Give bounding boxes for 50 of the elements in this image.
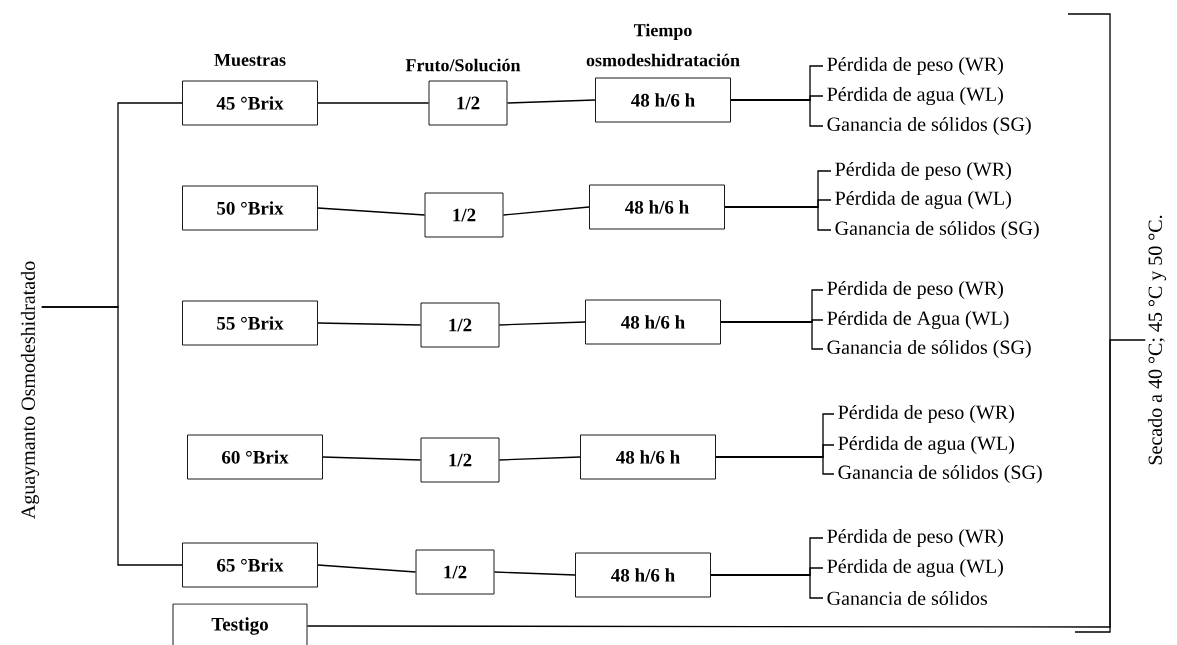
process-box: Testigo bbox=[172, 603, 308, 645]
connector-line bbox=[322, 456, 422, 461]
connector-line bbox=[493, 571, 576, 576]
connector-line bbox=[724, 206, 832, 231]
connector-line bbox=[498, 321, 586, 326]
rotated-text: Aguaymanto Osmodeshidratado bbox=[20, 261, 40, 519]
process-box: 50 °Brix bbox=[182, 185, 318, 231]
rotated-text: Secado a 40 °C; 45 °C y 50 °C. bbox=[1147, 215, 1167, 465]
result-text: Pérdida de peso (WR) bbox=[835, 161, 1011, 181]
connector-line bbox=[317, 322, 422, 326]
process-box: 48 h/6 h bbox=[589, 184, 725, 230]
connector-line bbox=[306, 339, 1146, 628]
connector-line bbox=[715, 456, 835, 475]
process-box: 48 h/6 h bbox=[575, 552, 711, 598]
connector-line bbox=[498, 456, 581, 461]
result-text: Pérdida de agua (WL) bbox=[827, 86, 1003, 106]
result-text: Pérdida de peso (WR) bbox=[827, 56, 1003, 76]
process-box: 65 °Brix bbox=[182, 542, 318, 588]
connector-line bbox=[41, 306, 183, 566]
result-text: Pérdida de agua (WL) bbox=[827, 558, 1003, 578]
connector-line bbox=[317, 207, 426, 216]
result-text: Ganancia de sólidos bbox=[827, 590, 987, 606]
result-text: Ganancia de sólidos (SG) bbox=[827, 116, 1031, 136]
result-text: Pérdida de peso (WR) bbox=[838, 404, 1014, 424]
process-box: 1/2 bbox=[424, 192, 504, 238]
process-box: 1/2 bbox=[420, 437, 500, 483]
result-text: Ganancia de sólidos (SG) bbox=[827, 339, 1031, 359]
process-box: 1/2 bbox=[428, 80, 508, 126]
process-box: 55 °Brix bbox=[182, 300, 318, 346]
connector-line bbox=[720, 321, 824, 350]
connector-line bbox=[317, 564, 417, 573]
process-box: 60 °Brix bbox=[187, 434, 323, 480]
result-text: Pérdida de agua (WL) bbox=[838, 435, 1014, 455]
result-text: Pérdida de peso (WR) bbox=[827, 280, 1003, 300]
process-box: 48 h/6 h bbox=[580, 434, 716, 480]
connector-line bbox=[317, 102, 430, 104]
result-text: Pérdida de agua (WL) bbox=[835, 190, 1011, 210]
result-text: Ganancia de sólidos (SG) bbox=[838, 464, 1042, 484]
connector-line bbox=[506, 99, 596, 104]
process-box: 1/2 bbox=[420, 302, 500, 348]
process-box: 1/2 bbox=[415, 549, 495, 595]
connector-line bbox=[502, 206, 590, 216]
process-box: 48 h/6 h bbox=[585, 299, 721, 345]
connector-line bbox=[710, 574, 824, 599]
process-box: 45 °Brix bbox=[182, 80, 318, 126]
connector-line bbox=[730, 99, 824, 127]
result-text: Pérdida de peso (WR) bbox=[827, 528, 1003, 548]
result-text: Ganancia de sólidos (SG) bbox=[835, 220, 1039, 240]
result-text: Pérdida de Agua (WL) bbox=[827, 310, 1009, 330]
process-box: 48 h/6 h bbox=[595, 77, 731, 123]
